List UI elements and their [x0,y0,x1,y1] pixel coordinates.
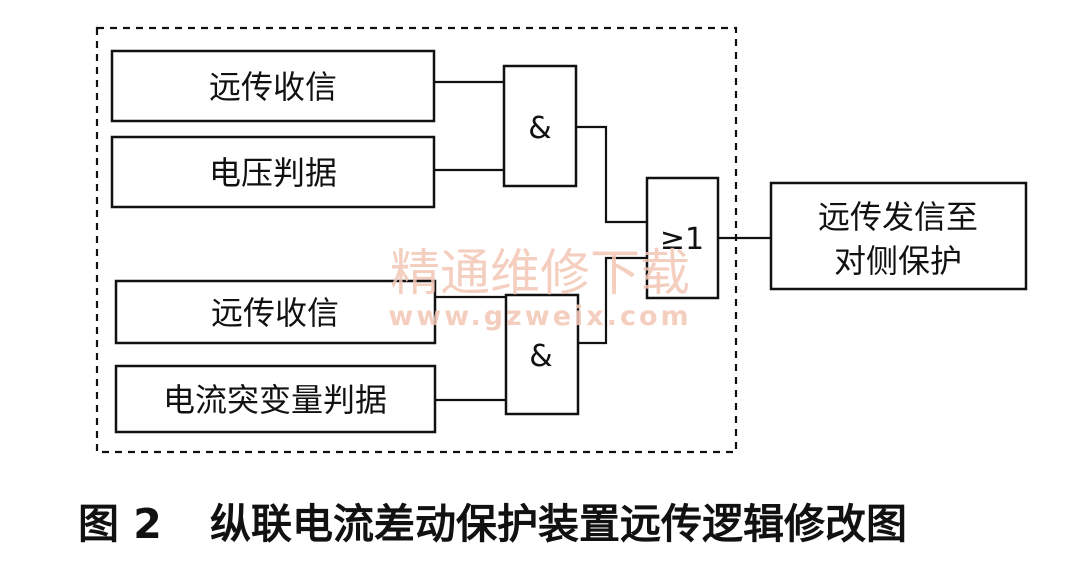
dashed-enclosure [95,26,738,454]
figure-label: 图 2 [78,500,162,548]
and-gate-bottom: & [504,293,580,416]
block-remote-send-output: 远传发信至 对侧保护 [769,181,1028,291]
output-label-line1: 远传发信至 [818,198,978,236]
watermark-text: 精通维修下载 [390,244,690,302]
or-gate: ≥1 [645,176,720,300]
and-gate-bottom-symbol: & [529,339,552,374]
figure-title: 纵联电流差动保护装置远传逻辑修改图 [210,500,907,548]
connection-wires [434,80,771,402]
or-gate-symbol: ≥1 [660,222,704,257]
block-current-change-criterion-label: 电流突变量判据 [163,381,387,419]
block-voltage-criterion: 电压判据 [110,135,436,209]
block-remote-receive-2: 远传收信 [114,279,437,345]
and-gate-top-symbol: & [528,111,551,146]
watermark: 精通维修下载 www.gzweix.com [388,244,691,332]
watermark-url: www.gzweix.com [388,301,691,332]
figure-caption: 图 2 纵联电流差动保护装置远传逻辑修改图 [78,500,907,548]
block-remote-receive-1: 远传收信 [110,49,436,123]
block-voltage-criterion-label: 电压判据 [209,154,337,192]
output-label-line2: 对侧保护 [834,242,962,280]
block-remote-receive-2-label: 远传收信 [211,294,339,332]
and-gate-top: & [502,64,578,188]
block-remote-receive-1-label: 远传收信 [209,68,337,106]
block-current-change-criterion: 电流突变量判据 [114,364,437,434]
